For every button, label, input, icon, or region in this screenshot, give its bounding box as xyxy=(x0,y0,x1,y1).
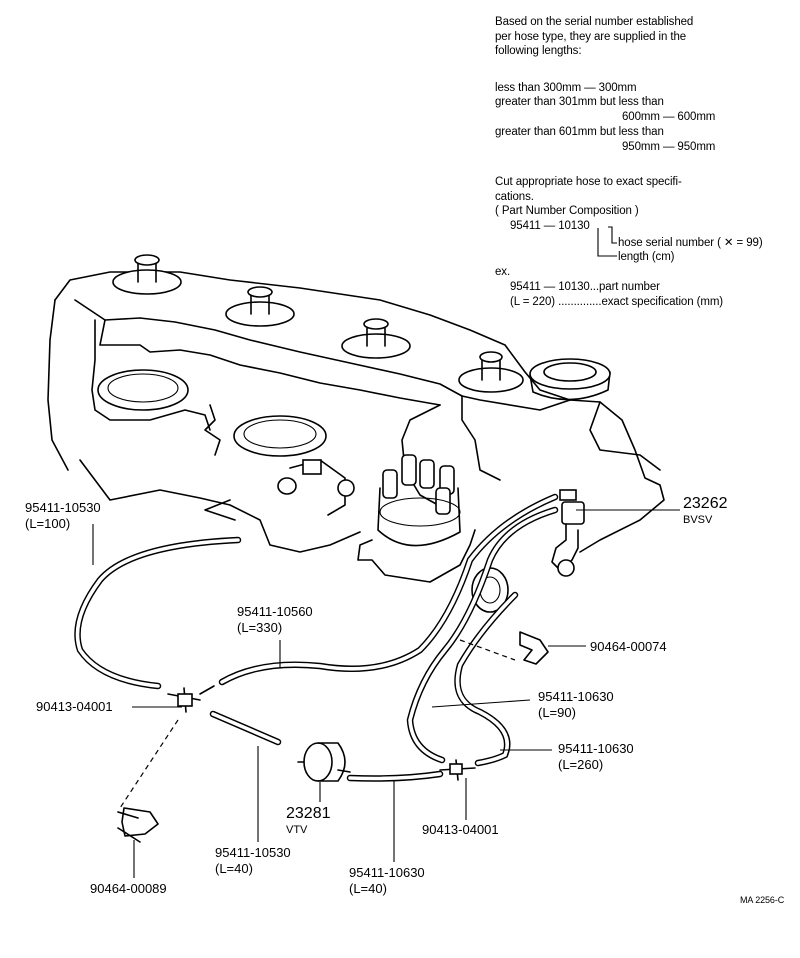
callout-hose-10530-100: 95411-10530 (L=100) xyxy=(25,500,101,532)
part-number: 95411-10630 xyxy=(349,865,425,880)
spec-label: (L=40) xyxy=(349,881,387,896)
spec-label: VTV xyxy=(286,824,308,836)
figure-code: MA 2256-C xyxy=(740,895,785,905)
callout-tee-04001-right: 90413-04001 xyxy=(422,822,499,838)
cut-line-2: cations. xyxy=(495,190,534,203)
spec-label: (L=100) xyxy=(25,516,71,531)
bvsv-valve xyxy=(551,489,585,577)
callout-hose-10630-260: 95411-10630 (L=260) xyxy=(558,741,634,773)
intake-ports xyxy=(97,369,355,516)
length-line-3a: greater than 601mm but less than xyxy=(495,126,664,138)
spec-label: (L=260) xyxy=(558,757,604,772)
oil-filler-cap xyxy=(529,358,611,401)
composition-title: ( Part Number Composition ) xyxy=(495,205,639,217)
callout-tee-04001-left: 90413-04001 xyxy=(36,699,113,715)
part-number: 90464-00089 xyxy=(90,881,167,896)
distributor xyxy=(357,454,509,613)
callout-hose-10560: 95411-10560 (L=330) xyxy=(237,604,313,636)
length-line-3b: 950mm — 950mm xyxy=(622,141,716,153)
example-part: 95411 — 10130...part number xyxy=(510,281,660,293)
spec-label: (L=40) xyxy=(215,861,253,876)
intro-line-3: following lengths: xyxy=(495,45,582,57)
spec-label: (L=330) xyxy=(237,620,283,635)
callout-hose-10530-40: 95411-10530 (L=40) xyxy=(215,845,291,877)
callout-clip-00089: 90464-00089 xyxy=(90,881,167,897)
intro-line-2: per hose type, they are supplied in the xyxy=(495,30,687,43)
cover-bosses xyxy=(112,254,524,393)
length-label: length (cm) xyxy=(618,251,675,263)
spec-label: (L=90) xyxy=(538,705,576,720)
example-label: ex. xyxy=(495,266,511,278)
callout-hose-10630-90: 95411-10630 (L=90) xyxy=(538,689,614,721)
serial-label: hose serial number ( ✕ = 99) xyxy=(618,237,763,249)
cut-line-1: Cut appropriate hose to exact specifi- xyxy=(495,176,682,188)
length-line-1: less than 300mm — 300mm xyxy=(495,82,637,94)
part-number: 95411-10630 xyxy=(558,741,634,756)
leader-lines xyxy=(92,226,680,878)
part-number: 95411-10560 xyxy=(237,604,313,619)
callout-hose-10630-40: 95411-10630 (L=40) xyxy=(349,865,425,897)
cut-note: Cut appropriate hose to exact specifi- c… xyxy=(495,175,682,204)
composition-number: 95411 — 10130 xyxy=(510,220,590,232)
length-line-2a: greater than 301mm but less than xyxy=(495,96,664,108)
hoses xyxy=(74,493,559,782)
part-number: 23262 xyxy=(683,495,728,512)
example-spec: (L = 220) ..............exact specificat… xyxy=(510,296,724,308)
callout-clip-00074: 90464-00074 xyxy=(590,639,667,655)
callout-vtv: 23281 VTV xyxy=(286,805,331,838)
intro-note: Based on the serial number established p… xyxy=(495,15,693,59)
part-number: 90413-04001 xyxy=(422,822,499,837)
part-number: 95411-10530 xyxy=(25,500,101,515)
callout-bvsv: 23262 BVSV xyxy=(683,495,728,528)
intro-line-1: Based on the serial number established xyxy=(495,16,694,28)
spec-label: BVSV xyxy=(683,514,713,526)
length-line-2b: 600mm — 600mm xyxy=(622,111,716,123)
part-number: 95411-10530 xyxy=(215,845,291,860)
engine-block xyxy=(47,271,665,553)
fittings xyxy=(117,631,549,843)
part-number: 23281 xyxy=(286,805,331,822)
part-number: 90413-04001 xyxy=(36,699,113,714)
part-number: 90464-00074 xyxy=(590,639,667,654)
part-number: 95411-10630 xyxy=(538,689,614,704)
